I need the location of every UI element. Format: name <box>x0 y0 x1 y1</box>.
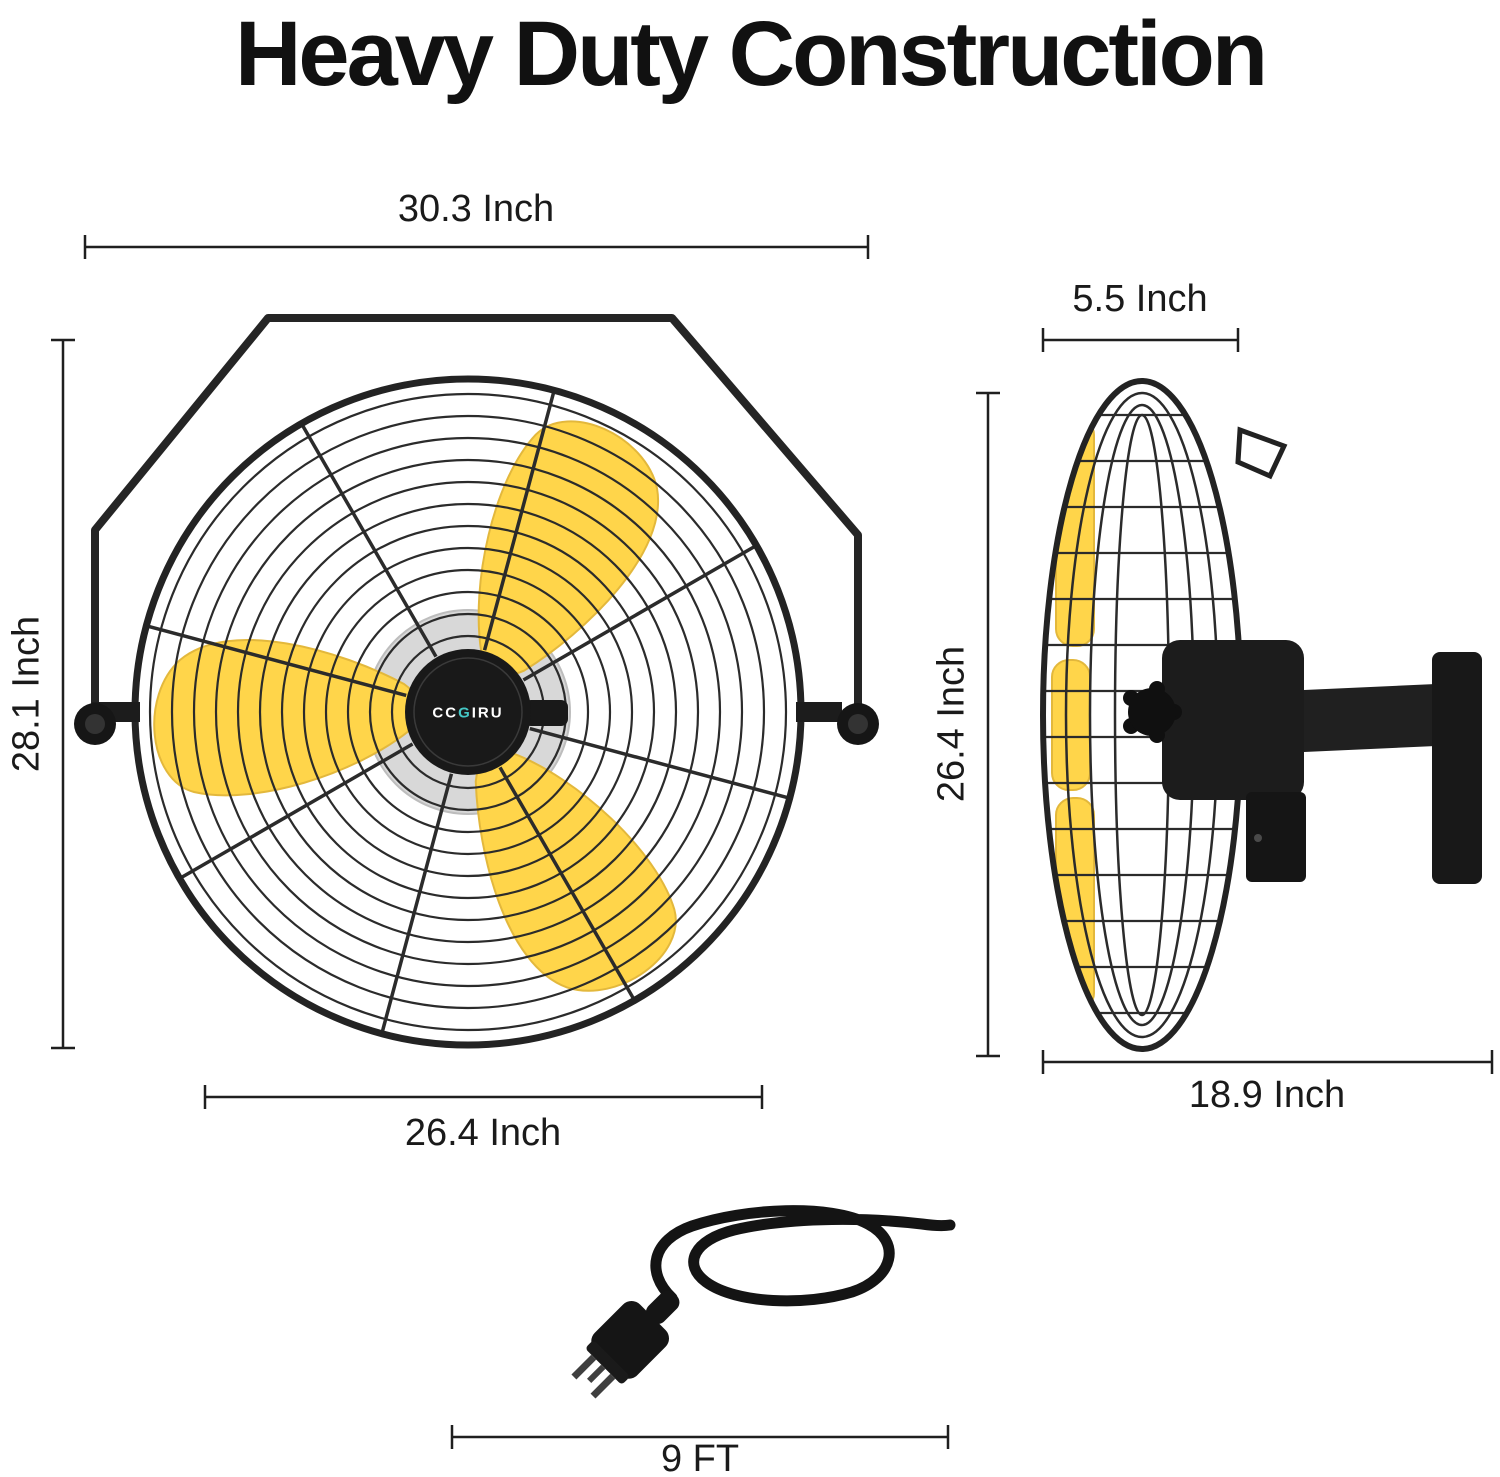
hub-ring <box>413 657 523 767</box>
dimension-front-diameter <box>203 1085 764 1109</box>
cord-length-label: 9 FT <box>660 1438 740 1477</box>
junction-box-screw <box>1254 834 1262 842</box>
brand-suffix: IRU <box>471 704 504 722</box>
cord-cable <box>650 1205 956 1307</box>
fan-side-view <box>1040 378 1482 1052</box>
dimension-side-total-depth <box>1041 1050 1494 1074</box>
power-plug <box>571 1290 680 1399</box>
hub-tab <box>524 700 568 726</box>
side-height-label: 26.4 Inch <box>930 645 973 803</box>
dimension-cord-length <box>450 1425 950 1449</box>
dimension-front-height <box>51 338 75 1050</box>
right-mount-stub <box>796 702 842 722</box>
side-depth-label: 5.5 Inch <box>1072 278 1208 320</box>
side-total-depth-label: 18.9 Inch <box>1188 1074 1346 1116</box>
brand-prefix: CC <box>432 704 459 722</box>
front-cage-rings <box>148 392 788 1032</box>
front-width-label: 30.3 Inch <box>397 188 555 230</box>
front-diameter-label: 26.4 Inch <box>404 1112 562 1154</box>
fan-front-view <box>74 314 879 1049</box>
dimension-side-height <box>976 391 1000 1058</box>
side-motor <box>1162 640 1304 800</box>
wall-bracket <box>1432 652 1482 884</box>
brand-accent-letter: G <box>458 704 472 722</box>
page-title: Heavy Duty Construction <box>234 3 1268 105</box>
mount-arm <box>1304 684 1436 752</box>
hub <box>405 649 531 775</box>
dimension-side-depth <box>1041 328 1240 352</box>
mounting-bracket <box>91 314 862 716</box>
front-height-label: 28.1 Inch <box>5 615 48 773</box>
left-knob <box>74 703 116 745</box>
dimension-front-width <box>83 235 870 259</box>
top-clamp <box>1235 426 1288 480</box>
junction-box <box>1246 792 1306 882</box>
tilt-knob <box>1123 681 1182 743</box>
power-cord <box>571 1205 956 1399</box>
dimension-lines <box>51 235 1494 1449</box>
right-knob <box>837 703 879 745</box>
brand-logo: CCGIRU <box>432 705 503 722</box>
